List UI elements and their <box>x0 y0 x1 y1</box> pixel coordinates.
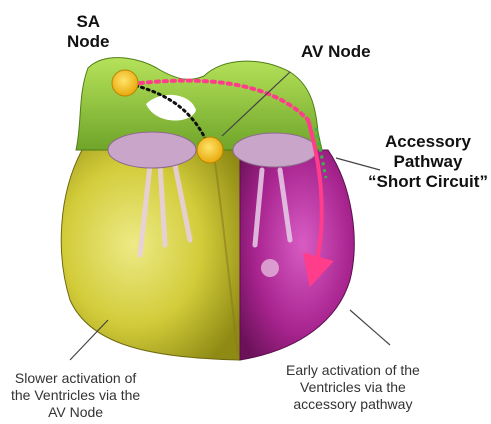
slower-pointer <box>70 320 108 360</box>
accessory-label-line-3: “Short Circuit” <box>368 172 488 192</box>
accessory-label-line-2: Pathway <box>368 152 488 172</box>
sa-node-label-line-2: Node <box>67 32 110 52</box>
slower-activation-label: Slower activation of the Ventricles via … <box>11 370 140 421</box>
av-node <box>197 137 223 163</box>
sa-node-label: SA Node <box>67 12 110 52</box>
accessory-pathway-label: Accessory Pathway “Short Circuit” <box>368 132 488 192</box>
early-label-line-2: Ventricles via the <box>286 379 420 396</box>
early-activation-label: Early activation of the Ventricles via t… <box>286 362 420 413</box>
early-label-line-1: Early activation of the <box>286 362 420 379</box>
av-node-label: AV Node <box>301 42 371 62</box>
slower-label-line-3: AV Node <box>11 404 140 421</box>
sa-node <box>112 70 138 96</box>
early-label-line-3: accessory pathway <box>286 396 420 413</box>
slower-label-line-2: the Ventricles via the <box>11 387 140 404</box>
tricuspid-valve <box>233 133 317 167</box>
papillary-highlight <box>261 259 279 277</box>
mitral-valve <box>108 132 196 168</box>
right-ventricle <box>240 150 354 360</box>
slower-label-line-1: Slower activation of <box>11 370 140 387</box>
sa-node-label-line-1: SA <box>67 12 110 32</box>
early-pointer <box>350 310 390 345</box>
accessory-label-line-1: Accessory <box>368 132 488 152</box>
